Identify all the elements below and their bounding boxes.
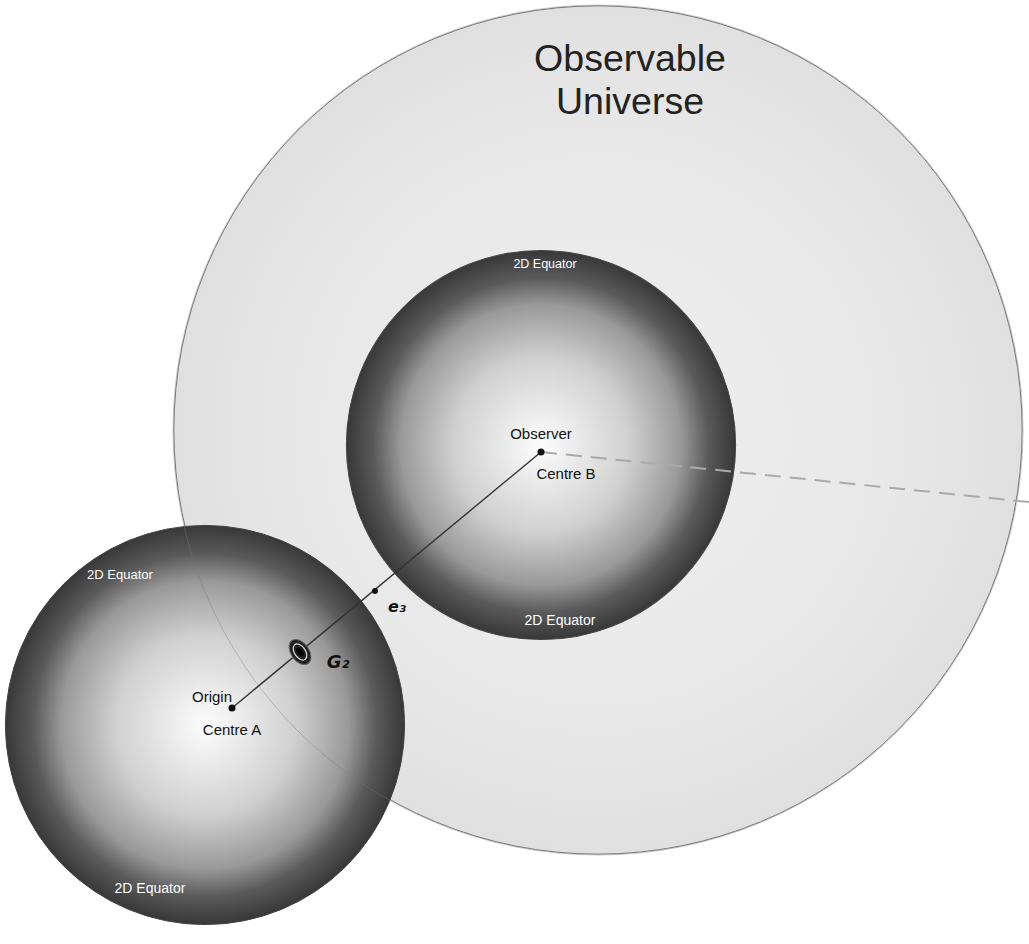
dashed-axis <box>541 452 1029 502</box>
equator-label: 2D Equator <box>513 257 576 271</box>
equator-label: 2D Equator <box>115 880 186 896</box>
centre-line <box>232 452 541 708</box>
universe-title: Observable Universe <box>510 37 750 123</box>
contact-dot <box>372 588 378 594</box>
sphere-disc <box>5 525 404 924</box>
centre-label: Centre B <box>536 465 595 482</box>
point-label: Origin <box>192 688 232 705</box>
black-hole-icon <box>285 635 316 668</box>
sphere-shape <box>346 250 736 640</box>
symbol-label: G₂ <box>327 652 350 673</box>
sphere: 2D EquatorObserverCentre B2D Equator <box>346 250 736 640</box>
sphere: 2D EquatorOriginCentre AG₂2D Equator <box>5 525 405 925</box>
universe-outline <box>173 5 1023 855</box>
equator-label: 2D Equator <box>525 612 596 628</box>
point-label: e₃ <box>388 598 406 616</box>
sphere-disc <box>346 250 735 639</box>
centre-dot <box>229 705 236 712</box>
equator-label: 2D Equator <box>87 568 153 583</box>
centre-label: Centre A <box>203 721 261 738</box>
centre-dot <box>538 449 545 456</box>
point-label: Observer <box>510 425 572 442</box>
